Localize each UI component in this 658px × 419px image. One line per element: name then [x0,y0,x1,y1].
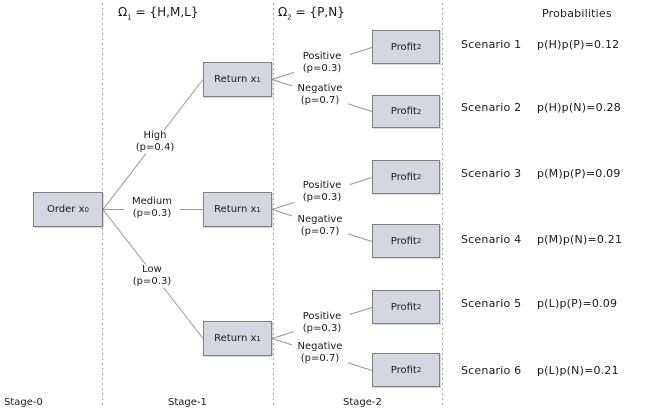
scenario-row-1: Scenario 1 p(H)p(P)=0.12 [461,38,619,52]
branch-prob: (p=0.3) [302,63,342,74]
scenario-row-6: Scenario 6 p(L)p(N)=0.21 [461,364,619,378]
profit-node-label: Profit [390,301,417,313]
branch-prob: (p=0.3) [302,192,342,203]
scenario-probability: p(H)p(N)=0.28 [537,101,621,114]
scenario-probability: p(M)p(N)=0.21 [537,233,623,246]
branch-label-negative-low: Negative (p=0.7) [292,341,348,365]
branch-name: Negative [297,83,343,94]
branch-label-positive-low: Positive (p=0.3) [294,311,350,335]
profit-node-label: Profit [390,235,417,247]
branch-name: High [143,130,167,141]
order-node-label: Order x [47,204,85,215]
header-omega2: Ω2= {P,N} [278,5,345,22]
branch-prob: (p=0.7) [300,353,340,364]
branch-name: Negative [297,214,343,225]
scenario-probability: p(M)p(P)=0.09 [537,167,621,180]
scenario-probability: p(H)p(P)=0.12 [537,38,620,51]
branch-prob: (p=0.7) [300,226,340,237]
scenario-row-3: Scenario 3 p(M)p(P)=0.09 [461,167,621,181]
scenario-probability: p(L)p(N)=0.21 [537,364,619,377]
header-probabilities: Probabilities [542,7,612,20]
scenario-label: Scenario 5 [461,297,522,310]
profit-node-label: Profit [390,106,417,117]
stage-label-1: Stage-1 [168,397,207,408]
branch-prob: (p=0.3) [132,276,172,287]
omega2-set: = {P,N} [295,5,345,19]
branch-prob: (p=0.3) [132,208,172,219]
branch-name: Positive [302,51,342,62]
branch-label-low: Low (p=0.3) [124,264,180,288]
branch-name: Positive [302,311,342,322]
omega1-set: = {H,M,L} [135,5,199,19]
return-node-label: Return x [214,204,257,215]
scenario-label: Scenario 1 [461,38,522,51]
branch-label-negative-medium: Negative (p=0.7) [292,214,348,238]
return-node-label: Return x [214,74,257,85]
stage-label-2: Stage-2 [343,397,382,408]
profit-node-label: Profit [390,41,417,53]
branch-label-negative-high: Negative (p=0.7) [292,83,348,107]
profit-node-label: Profit [390,171,417,183]
branch-name: Medium [132,196,172,207]
scenario-label: Scenario 3 [461,167,522,180]
branch-label-positive-medium: Positive (p=0.3) [294,180,350,204]
branch-prob: (p=0.4) [135,142,175,153]
scenario-label: Scenario 6 [461,364,522,377]
scenario-row-4: Scenario 4 p(M)p(N)=0.21 [461,233,622,247]
omega2-subscript: 2 [287,13,292,22]
scenario-probability: p(L)p(P)=0.09 [537,297,618,310]
scenario-row-2: Scenario 2 p(H)p(N)=0.28 [461,101,621,115]
header-omega1: Ω1= {H,M,L} [118,5,199,22]
omega1-symbol: Ω [118,5,128,19]
branch-prob: (p=0.3) [302,323,342,334]
omega1-subscript: 1 [127,13,132,22]
return-node-label: Return x [214,333,257,344]
branch-label-high: High (p=0.4) [127,130,183,154]
omega2-symbol: Ω [278,5,288,19]
branch-label-medium: Medium (p=0.3) [124,196,180,220]
branch-name: Low [142,264,162,275]
branch-name: Positive [302,180,342,191]
branch-label-positive-high: Positive (p=0.3) [294,51,350,75]
branch-prob: (p=0.7) [300,95,340,106]
stage-label-0: Stage-0 [4,397,43,408]
scenario-row-5: Scenario 5 p(L)p(P)=0.09 [461,297,617,311]
branch-name: Negative [297,341,343,352]
scenario-label: Scenario 2 [461,101,522,114]
scenario-label: Scenario 4 [461,233,522,246]
profit-node-label: Profit [390,364,417,376]
